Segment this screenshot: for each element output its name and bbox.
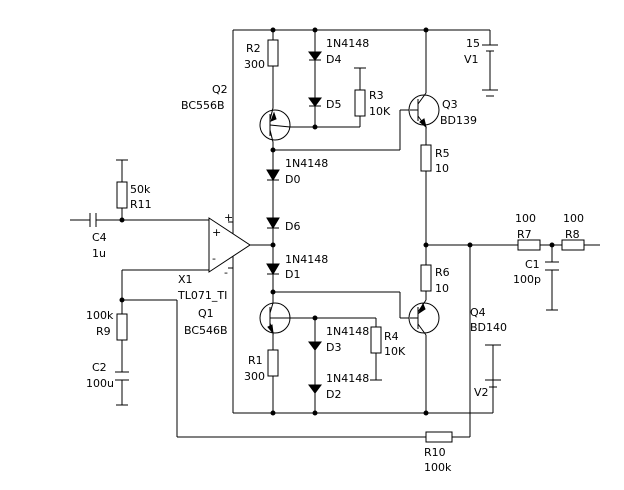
resistor-r2: R2 300 — [244, 39, 279, 71]
r9-ref: R9 — [96, 325, 111, 338]
r7-ref: R7 — [517, 228, 532, 241]
transistor-q2: Q2 BC556B — [181, 83, 291, 143]
d3-ref: D3 — [326, 341, 341, 354]
r3-value: 10K — [369, 105, 391, 118]
q3-value: BD139 — [440, 114, 477, 127]
r8-ref: R8 — [565, 228, 580, 241]
capacitor-c4: C4 1u — [89, 213, 107, 260]
q2-value: BC556B — [181, 99, 225, 112]
resistor-r10: R10 100k — [424, 431, 453, 474]
transistor-q4: Q4 BD140 — [408, 299, 507, 336]
d3-value: 1N4148 — [326, 325, 369, 338]
d4-value: 1N4148 — [326, 37, 369, 50]
q1-value: BC546B — [184, 324, 228, 337]
r8-value: 100 — [563, 212, 584, 225]
q3-ref: Q3 — [442, 98, 458, 111]
source-v2: V2 — [474, 344, 501, 399]
q4-value: BD140 — [470, 321, 507, 334]
diode-d4: 1N4148 D4 — [308, 37, 369, 66]
r2-value: 300 — [244, 58, 265, 71]
resistor-r1: R1 300 — [244, 349, 279, 383]
r3-ref: R3 — [369, 89, 384, 102]
r5-ref: R5 — [435, 147, 450, 160]
v1-ref: V1 — [464, 53, 479, 66]
r10-value: 100k — [424, 461, 452, 474]
wires — [70, 29, 600, 438]
r1-value: 300 — [244, 370, 265, 383]
transistor-q1: Q1 BC546B — [184, 292, 291, 337]
x1-ref: X1 — [178, 273, 193, 286]
resistor-r6: R6 10 — [420, 264, 450, 295]
d1-value: 1N4148 — [285, 253, 328, 266]
diode-d3: 1N4148 D3 — [308, 325, 369, 354]
d5-ref: D5 — [326, 98, 341, 111]
d6-ref: D6 — [285, 220, 300, 233]
resistor-r11: 50k R11 — [116, 159, 152, 211]
r4-ref: R4 — [384, 330, 399, 343]
opamp-plus-pin: + — [212, 226, 221, 239]
opamp-minus-pin: - — [212, 252, 216, 265]
opamp-x1: + - + - X1 TL071_TI — [177, 211, 251, 302]
r7-value: 100 — [515, 212, 536, 225]
opamp-supply-plus: + — [224, 211, 233, 224]
c1-value: 100p — [513, 273, 541, 286]
r2-ref: R2 — [246, 42, 261, 55]
resistor-r9: 100k R9 — [86, 309, 128, 341]
c4-ref: C4 — [92, 231, 107, 244]
opamp-supply-minus: - — [224, 266, 228, 279]
d2-ref: D2 — [326, 388, 341, 401]
v1-value: 15 — [466, 37, 480, 50]
capacitor-c1: C1 100p — [513, 258, 559, 286]
d0-value: 1N4148 — [285, 157, 328, 170]
r1-ref: R1 — [248, 354, 263, 367]
x1-value: TL071_TI — [177, 289, 227, 302]
r9-value: 100k — [86, 309, 114, 322]
r6-ref: R6 — [435, 266, 450, 279]
r6-value: 10 — [435, 282, 449, 295]
d2-value: 1N4148 — [326, 372, 369, 385]
diode-d2: 1N4148 D2 — [308, 372, 369, 401]
q2-ref: Q2 — [212, 83, 228, 96]
c1-ref: C1 — [525, 258, 540, 271]
c2-value: 100u — [86, 377, 114, 390]
q1-ref: Q1 — [198, 307, 214, 320]
diode-d5: D5 — [308, 97, 341, 111]
resistor-r5: R5 10 — [420, 144, 450, 175]
transistor-q3: Q3 BD139 — [408, 92, 477, 129]
d4-ref: D4 — [326, 53, 341, 66]
c4-value: 1u — [92, 247, 106, 260]
r5-value: 10 — [435, 162, 449, 175]
diode-d1: 1N4148 D1 — [266, 253, 328, 281]
diode-d0: 1N4148 D0 — [266, 157, 328, 186]
resistor-r8: 100 R8 — [561, 212, 585, 251]
resistor-r3: R3 10K — [354, 67, 391, 118]
q4-ref: Q4 — [470, 306, 486, 319]
capacitor-c2: C2 100u — [86, 361, 129, 390]
r4-value: 10K — [384, 345, 406, 358]
resistor-r7: 100 R7 — [515, 212, 541, 251]
c2-ref: C2 — [92, 361, 107, 374]
d1-ref: D1 — [285, 268, 300, 281]
r10-ref: R10 — [424, 446, 446, 459]
v2-ref: V2 — [474, 386, 489, 399]
d0-ref: D0 — [285, 173, 300, 186]
junction-dots — [119, 27, 555, 416]
r11-ref: R11 — [130, 198, 152, 211]
diode-d6: D6 — [266, 217, 300, 233]
resistor-r4: R4 10K — [370, 326, 406, 381]
r11-value: 50k — [130, 183, 151, 196]
source-v1: 15 V1 — [464, 37, 498, 97]
